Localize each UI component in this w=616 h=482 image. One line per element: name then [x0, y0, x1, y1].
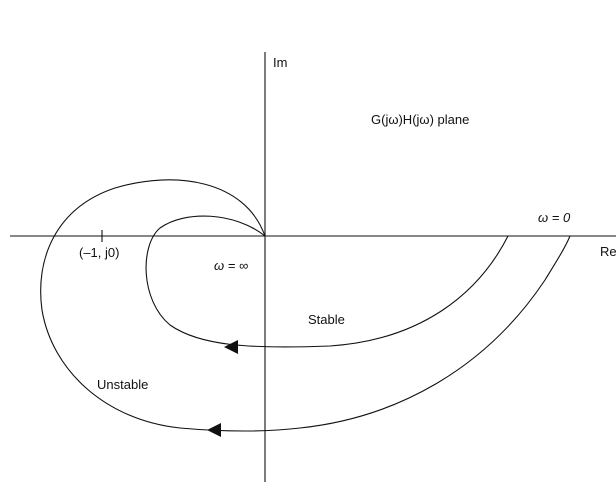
- omega-zero-label: ω = 0: [538, 210, 571, 225]
- unstable-label: Unstable: [97, 377, 148, 392]
- stable-label: Stable: [308, 312, 345, 327]
- imaginary-axis-label: Im: [273, 55, 287, 70]
- unstable-arrowhead: [207, 423, 221, 437]
- stable-arrowhead: [224, 340, 238, 354]
- critical-point-label: (–1, j0): [79, 245, 119, 260]
- omega-infinity-label: ω = ∞: [214, 258, 248, 273]
- plane-title: G(jω)H(jω) plane: [371, 112, 469, 127]
- real-axis-label: Re: [600, 244, 616, 259]
- unstable-curve: [40, 179, 571, 432]
- stable-curve: [145, 215, 509, 348]
